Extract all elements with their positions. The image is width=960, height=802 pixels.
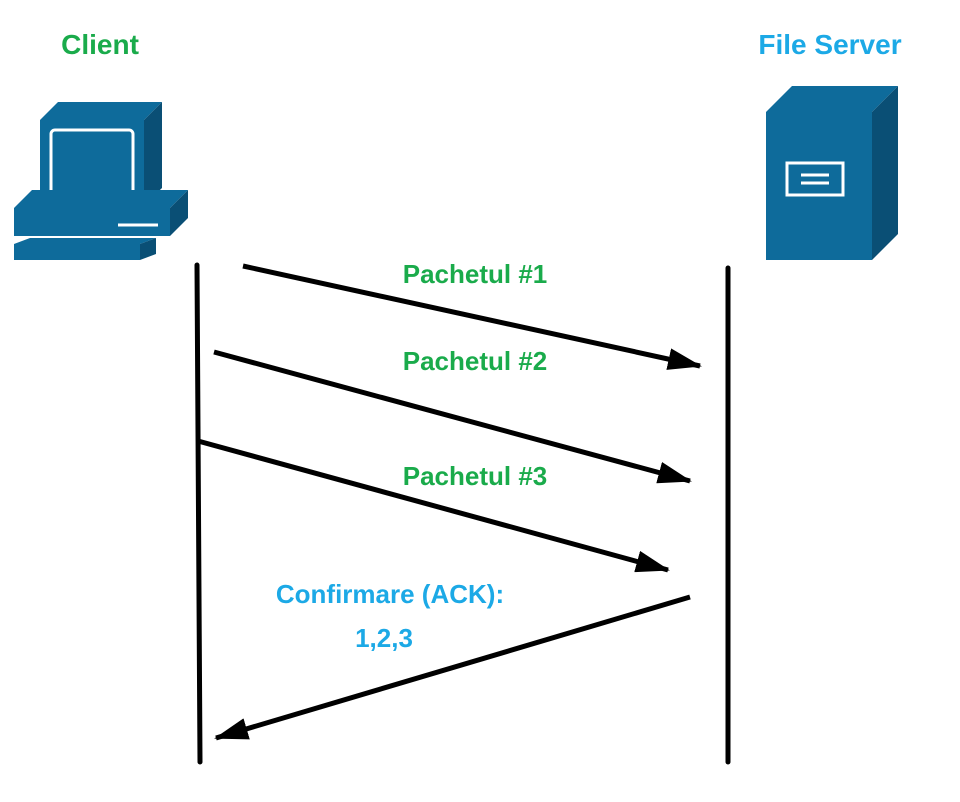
packet-2-arrow [213,349,692,484]
server-tower-icon [766,86,898,260]
ack-label-line2: 1,2,3 [355,623,413,653]
packet-2-label: Pachetul #2 [403,346,548,376]
packet-3-arrow [197,438,670,573]
ack-label-line1: Confirmare (ACK): [276,579,504,609]
ack-arrow [214,594,691,741]
client-lifeline [194,262,203,765]
packet-3-label: Pachetul #3 [403,461,548,491]
packet-1-label: Pachetul #1 [403,259,548,289]
server-title: File Server [758,29,901,60]
client-title: Client [61,29,139,60]
packet-1-arrow [242,263,702,370]
desktop-computer-icon [14,102,188,260]
